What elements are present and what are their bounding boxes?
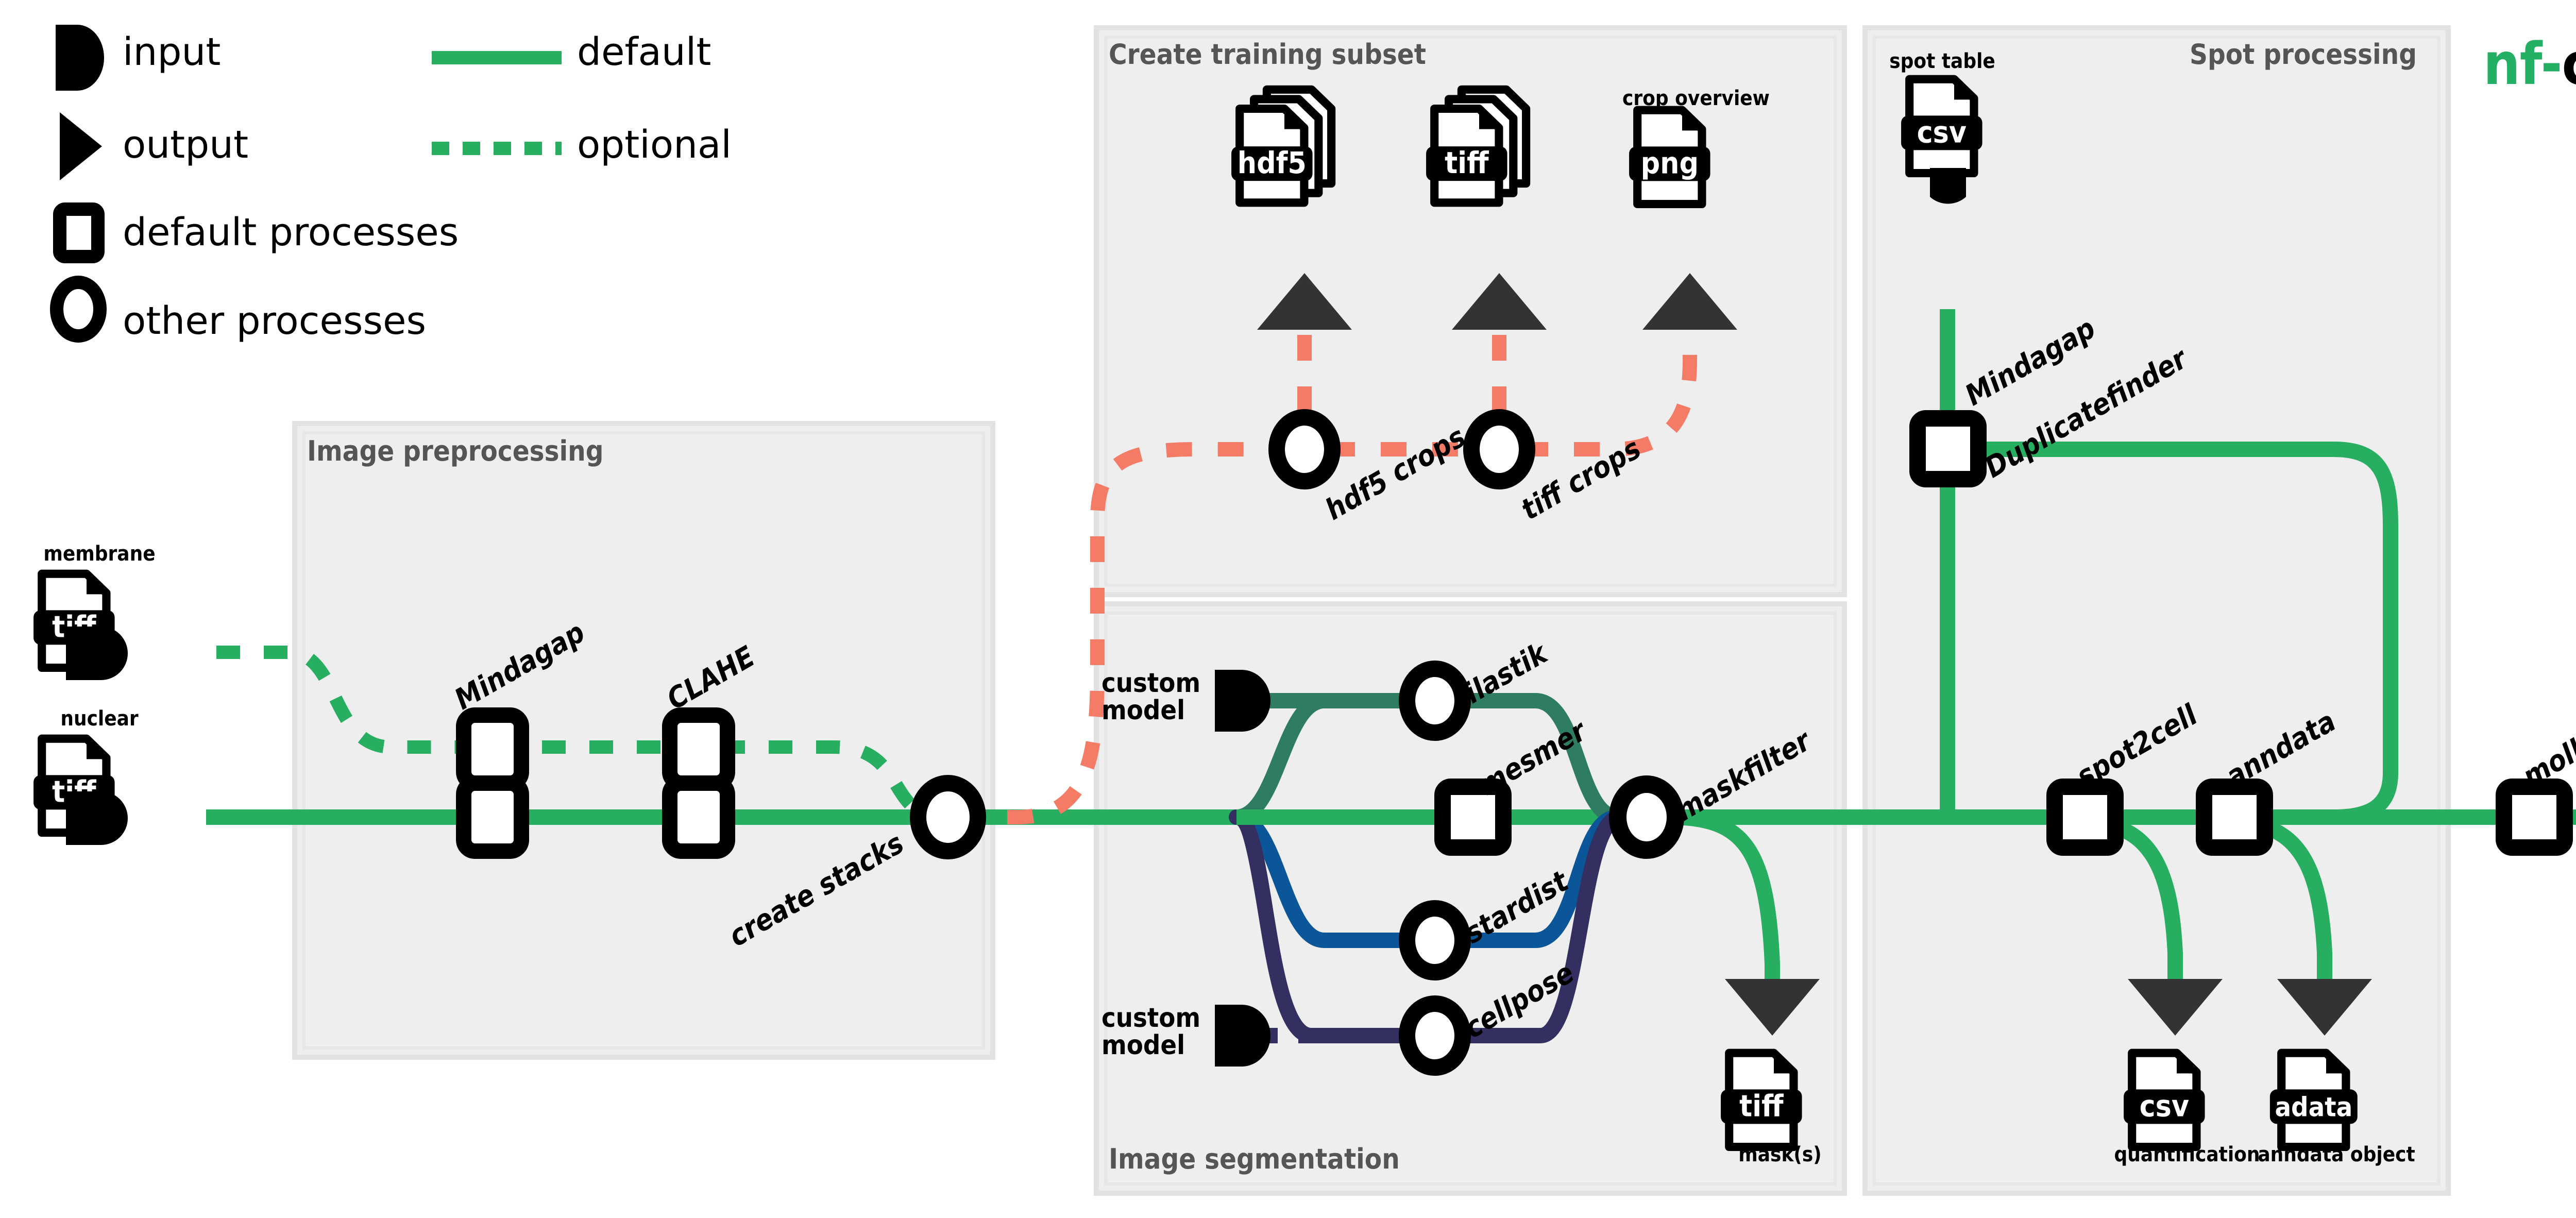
mask-tiff-icon: tiff — [1721, 1048, 1802, 1152]
svg-text:png: png — [1641, 145, 1699, 180]
panel-title-image-preprocessing: Image preprocessing — [307, 435, 604, 467]
caption-spot-table: spot table — [1889, 49, 1995, 73]
panel-title-image-segmentation: Image segmentation — [1109, 1143, 1400, 1175]
legend-label-other-processes: other processes — [123, 299, 427, 343]
stardist-process-shape[interactable] — [1399, 900, 1471, 980]
spot-table-input-halfdisc-icon — [1930, 168, 1966, 204]
edge-segmentation-branches — [1229, 693, 1628, 1043]
svg-text:adata: adata — [2275, 1092, 2352, 1123]
svg-text:hdf5: hdf5 — [1238, 145, 1307, 180]
legend-label-default-processes: default processes — [123, 210, 459, 255]
custom-model-ilastik-line2: model — [1101, 695, 1185, 726]
caption-membrane: membrane — [43, 542, 156, 566]
spot2cell-process-shape[interactable] — [2046, 779, 2124, 856]
caption-nuclear: nuclear — [60, 707, 139, 731]
arrowhead-tiff-crops — [1452, 273, 1547, 330]
clahe-process-shape[interactable] — [662, 707, 735, 859]
membrane-input-halfdisc-icon — [66, 627, 128, 680]
svg-text:tiff: tiff — [1445, 145, 1489, 180]
caption-masks: mask(s) — [1738, 1143, 1822, 1166]
edge-training-subset-optional — [956, 309, 1697, 824]
panel-title-spot-processing: Spot processing — [2190, 38, 2417, 71]
caption-anndata-object: anndata object — [2258, 1143, 2415, 1166]
mindagap-duplicatefinder-process-shape[interactable] — [1909, 410, 1987, 487]
custom-model-ilastik-line1: custom — [1101, 668, 1201, 699]
svg-text:csv: csv — [1917, 114, 1967, 149]
nfcore-logo[interactable]: nf-core/ molkart — [2483, 31, 2576, 198]
custom-model-ilastik-halfdisc-icon — [1215, 670, 1270, 732]
legend-label-input: input — [123, 30, 221, 74]
anndata-process-shape[interactable] — [2196, 779, 2273, 856]
arrowhead-hdf5-crops — [1257, 273, 1352, 330]
custom-model-cellpose-label: custom model — [1101, 1003, 1201, 1061]
molkartqc-process-shape[interactable] — [2496, 779, 2573, 856]
svg-text:tiff: tiff — [1739, 1088, 1784, 1123]
caption-quantification: quantification — [2114, 1143, 2260, 1166]
caption-crop-overview: crop overview — [1622, 87, 1770, 110]
arrowhead-crop-overview — [1642, 273, 1737, 330]
edge-spot2cell-to-quantification — [2105, 817, 2223, 1036]
custom-model-ilastik-label: custom model — [1101, 668, 1201, 726]
legend-input-halfdisc-icon — [56, 25, 104, 91]
mesmer-process-shape[interactable] — [1434, 779, 1512, 856]
nfcore-dash-text: - — [2540, 31, 2563, 98]
panel-title-create-training-subset: Create training subset — [1109, 38, 1426, 71]
create-stacks-process-shape[interactable] — [910, 775, 986, 859]
edge-maskfilter-to-mask — [1674, 809, 1820, 1036]
legend-other-process-circle-icon — [50, 276, 107, 343]
legend-label-optional-line: optional — [577, 123, 732, 167]
nfcore-nf-text: nf — [2483, 31, 2541, 98]
edge-anndata-to-adata — [2255, 817, 2372, 1036]
svg-text:csv: csv — [2140, 1088, 2189, 1123]
edge-membrane-optional — [216, 646, 943, 824]
legend-label-default-line: default — [577, 30, 711, 74]
cellpose-process-shape[interactable] — [1399, 995, 1471, 1076]
legend-label-output: output — [123, 123, 249, 167]
custom-model-cellpose-line2: model — [1101, 1030, 1185, 1061]
custom-model-cellpose-line1: custom — [1101, 1003, 1201, 1034]
mindagap-process-shape[interactable] — [456, 707, 529, 859]
spot-table-csv-icon: csv — [1901, 75, 1982, 178]
maskfilter-process-shape[interactable] — [1609, 775, 1684, 859]
legend-default-process-square-icon — [53, 202, 105, 263]
ilastik-process-shape[interactable] — [1399, 661, 1471, 741]
crop-overview-png-icon: png — [1629, 106, 1710, 209]
custom-model-cellpose-halfdisc-icon — [1215, 1005, 1270, 1067]
nuclear-input-halfdisc-icon — [66, 791, 128, 845]
tiff-crops-icon: tiff — [1426, 85, 1531, 207]
tiff-crops-process-shape[interactable] — [1463, 409, 1535, 489]
quantification-csv-icon: csv — [2124, 1048, 2205, 1152]
hdf5-crops-icon: hdf5 — [1231, 85, 1336, 207]
legend-output-triangle-icon — [60, 112, 102, 180]
anndata-object-icon: adata — [2269, 1048, 2358, 1152]
nfcore-org-text: nf-core/ — [2483, 31, 2576, 98]
hdf5-crops-process-shape[interactable] — [1268, 409, 1341, 489]
nfcore-core-text: core/ — [2562, 31, 2576, 98]
